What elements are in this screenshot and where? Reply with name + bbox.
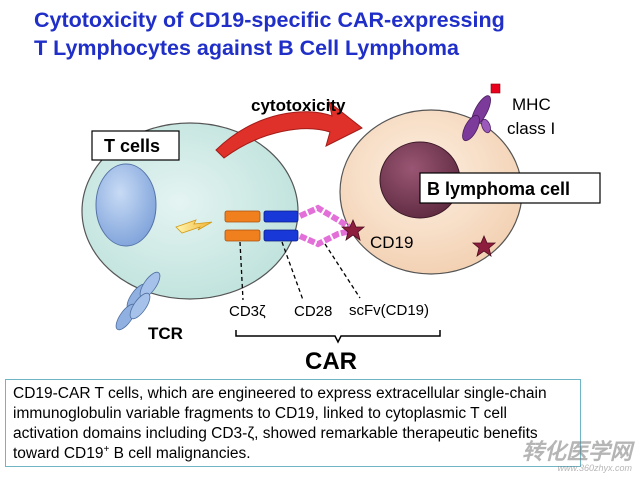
car-bracket <box>235 330 441 344</box>
slide-title: Cytotoxicity of CD19-specific CAR-expres… <box>34 8 505 60</box>
scfv-domain <box>298 227 355 248</box>
caption-text: CD19-CAR T cells, which are engineered t… <box>13 385 547 462</box>
caption-superscript: + <box>103 443 110 455</box>
class-i-label: class I <box>507 119 555 138</box>
cd19-star-icon <box>340 218 366 241</box>
cd19-label: CD19 <box>370 233 413 252</box>
cd3z-label: CD3ζ <box>229 303 266 320</box>
car-receptor-upper <box>224 204 356 233</box>
cd3z-leader <box>239 241 244 301</box>
watermark-url: www.360zhyx.com <box>557 463 632 473</box>
cd3z-domain <box>224 210 261 223</box>
watermark-text: 转化医学网 <box>521 439 632 464</box>
mhc-class-i-icon <box>462 83 501 142</box>
cd28-domain <box>263 229 299 242</box>
cd28-leader <box>281 241 304 301</box>
t-cells-label-box <box>91 130 180 161</box>
cd19-star-icon <box>471 234 497 257</box>
scfv-leader <box>324 243 361 299</box>
caption-box: CD19-CAR T cells, which are engineered t… <box>5 379 581 467</box>
b-lymphoma-label-box <box>419 172 601 204</box>
cd28-label: CD28 <box>294 303 332 320</box>
mhc-label: MHC <box>512 95 551 114</box>
car-label: CAR <box>305 348 357 375</box>
t-cells-label: T cells <box>104 136 160 156</box>
cytotoxicity-label: cytotoxicity <box>251 96 346 115</box>
scfv-label: scFv(CD19) <box>349 302 429 319</box>
peptide-icon <box>490 83 501 94</box>
car-receptor-lower <box>224 227 355 248</box>
cd3z-domain <box>224 229 261 242</box>
t-cell-nucleus <box>95 163 157 247</box>
cytotoxicity-arrow <box>215 100 363 159</box>
tcr-label: TCR <box>148 324 183 343</box>
scfv-domain <box>298 204 356 233</box>
b-lymphoma-label: B lymphoma cell <box>427 179 570 199</box>
tcr-icon <box>115 271 161 331</box>
activation-signal-icon <box>175 219 213 234</box>
caption-tail: B cell malignancies. <box>109 445 251 462</box>
cd28-domain <box>263 210 299 223</box>
